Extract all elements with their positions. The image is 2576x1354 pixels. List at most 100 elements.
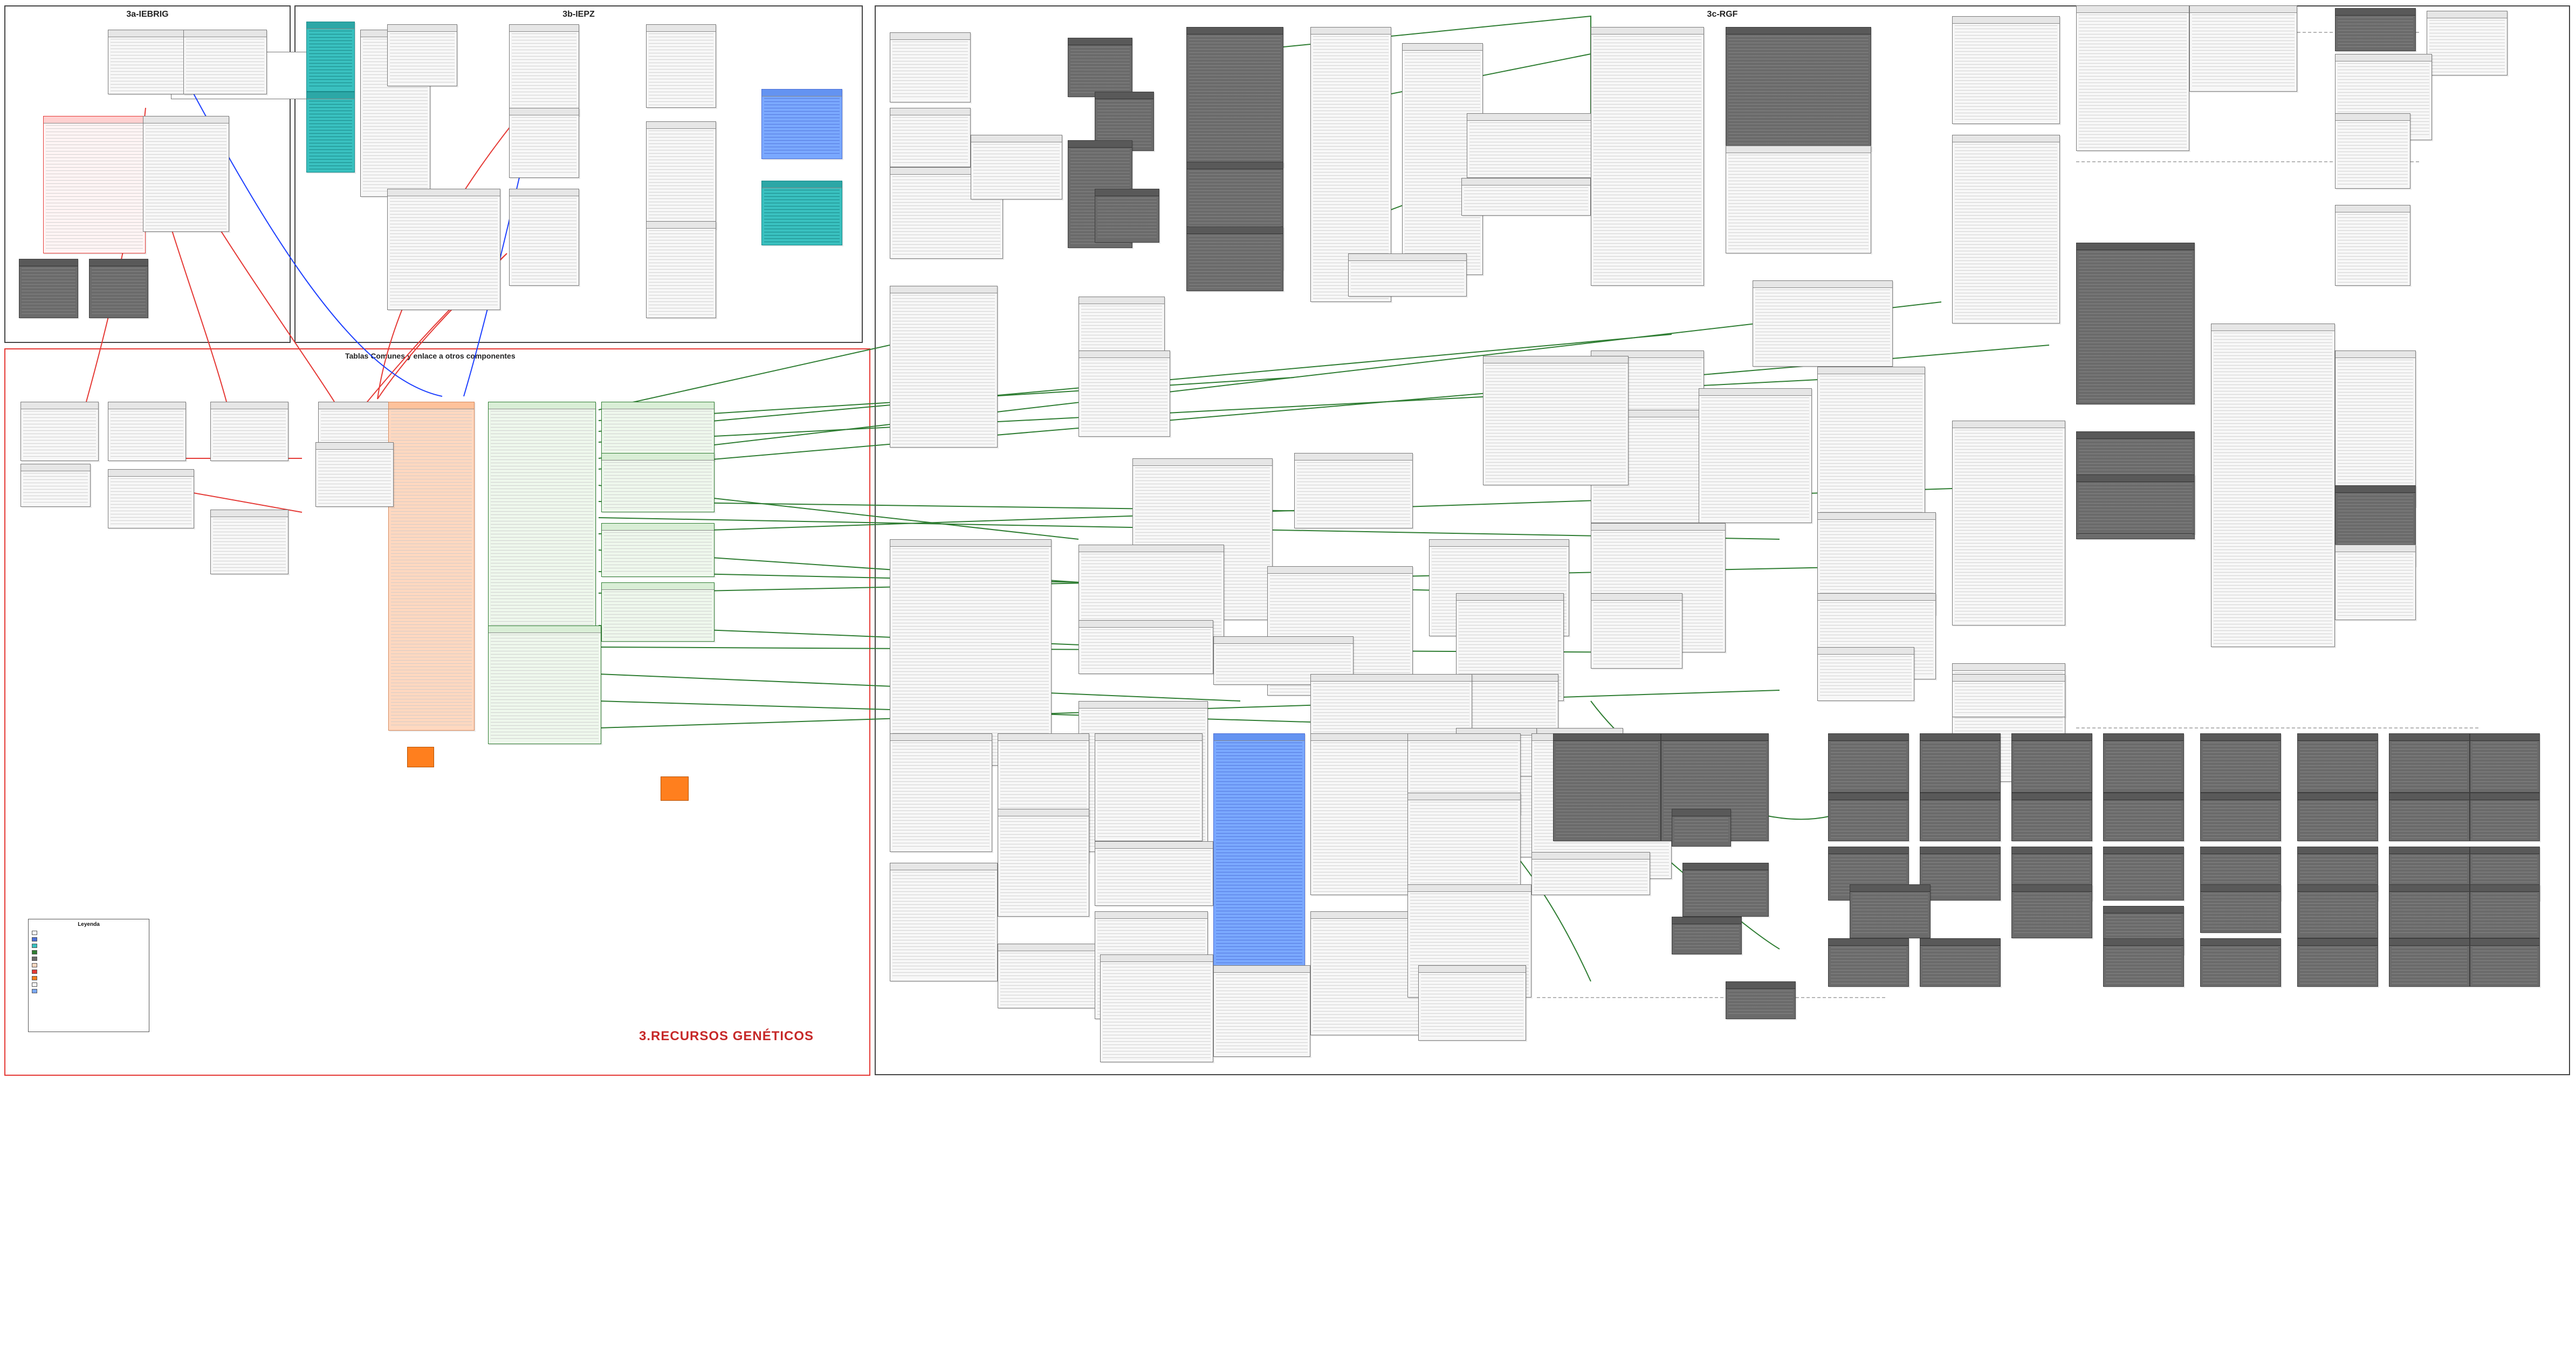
- entity-table: [1952, 16, 2060, 124]
- entity-table: [2011, 884, 2092, 938]
- entity-table-rows: [2338, 17, 2413, 49]
- entity-table: [2297, 793, 2378, 841]
- entity-table: [2103, 847, 2184, 901]
- entity-table-header: [1753, 281, 1892, 288]
- entity-table: [19, 259, 78, 318]
- entity-table-header: [1408, 793, 1520, 800]
- entity-table-rows: [491, 635, 599, 741]
- entity-table-rows: [1097, 743, 1200, 838]
- entity-table: [1920, 793, 2001, 841]
- entity-table: [2103, 938, 2184, 987]
- legend-swatch: [32, 957, 37, 961]
- entity-table-header: [1829, 734, 1908, 741]
- legend-item: [32, 956, 146, 962]
- entity-table-header: [2470, 847, 2539, 854]
- entity-table-header: [647, 222, 716, 229]
- entity-table-rows: [1469, 122, 1599, 175]
- legend-item: [32, 968, 146, 975]
- entity-table: [1850, 884, 1931, 938]
- entity-table-header: [489, 402, 595, 409]
- entity-table-rows: [1000, 953, 1097, 1006]
- entity-table-header: [1311, 734, 1412, 741]
- entity-table: [1095, 189, 1159, 243]
- entity-table-header: [2211, 324, 2334, 331]
- entity-table-rows: [512, 33, 576, 113]
- entity-table-rows: [1081, 360, 1167, 434]
- entity-table-rows: [1922, 947, 1998, 984]
- entity-table: [210, 402, 288, 461]
- entity-table-header: [1483, 356, 1628, 363]
- entity-table-header: [1068, 38, 1132, 45]
- entity-table-header: [2335, 54, 2431, 61]
- entity-table-header: [890, 540, 1051, 547]
- entity-table-header: [1726, 146, 1871, 153]
- entity-table-header: [2298, 847, 2378, 854]
- legend-title: Leyenda: [78, 922, 100, 927]
- entity-table-rows: [186, 39, 264, 92]
- entity-table-rows: [649, 230, 713, 315]
- entity-table-rows: [1593, 602, 1680, 666]
- entity-table-header: [1672, 809, 1730, 816]
- entity-table-header: [108, 402, 186, 409]
- entity-table-rows: [1922, 743, 1998, 790]
- entity-table: [646, 24, 716, 108]
- entity-table: [2200, 733, 2281, 793]
- entity-table: [761, 89, 842, 159]
- entity-table-rows: [1955, 144, 2057, 321]
- panel-3b-title: 3b-IEPZ: [562, 10, 595, 19]
- entity-table: [143, 116, 229, 232]
- entity-table-header: [2335, 205, 2410, 212]
- entity-table: [890, 733, 992, 852]
- legend-swatch: [32, 944, 37, 948]
- entity-table-header: [2104, 906, 2183, 913]
- entity-table: [601, 453, 715, 512]
- entity-table: [2335, 113, 2410, 189]
- entity-table-rows: [2392, 893, 2467, 936]
- legend-swatch: [32, 937, 37, 941]
- entity-table-header: [1079, 545, 1224, 552]
- entity-table-header: [890, 33, 970, 40]
- entity-table-header: [2201, 885, 2280, 892]
- entity-table: [1828, 938, 1909, 987]
- entity-table: [1418, 965, 1526, 1041]
- entity-table: [1817, 367, 1925, 523]
- entity-table: [2297, 938, 2378, 987]
- entity-table-rows: [309, 31, 352, 89]
- entity-table: [1726, 146, 1871, 253]
- entity-table-header: [1953, 421, 2065, 428]
- entity-table-header: [1462, 178, 1590, 185]
- entity-table-rows: [23, 411, 96, 458]
- entity-table-header: [1079, 297, 1164, 304]
- entity-table: [509, 24, 579, 116]
- entity-table-header: [2201, 847, 2280, 854]
- legend-swatch: [32, 931, 37, 935]
- entity-table-rows: [2338, 122, 2408, 186]
- entity-table-header: [2427, 11, 2507, 18]
- entity-table: [2200, 938, 2281, 987]
- entity-table-rows: [111, 411, 183, 458]
- entity-table: [1068, 38, 1132, 97]
- entity-table-header: [108, 30, 191, 37]
- entity-table: [601, 402, 715, 461]
- entity-table: [890, 539, 1052, 766]
- entity-table: [2427, 11, 2508, 75]
- entity-table-rows: [1103, 964, 1211, 1060]
- entity-table-rows: [649, 33, 713, 105]
- entity-table-rows: [1755, 290, 1890, 364]
- entity-table-header: [307, 92, 354, 99]
- entity-table-header: [1068, 141, 1132, 148]
- entity-table-header: [2298, 734, 2378, 741]
- entity-table-rows: [2014, 743, 2090, 790]
- legend-item: [32, 962, 146, 968]
- entity-table: [306, 92, 355, 173]
- entity-table: [1100, 954, 1213, 1062]
- entity-table: [1553, 733, 1661, 841]
- entity-table: [1672, 917, 1742, 954]
- legend-swatch: [32, 976, 37, 980]
- entity-table-header: [1214, 966, 1310, 973]
- entity-table: [2335, 205, 2410, 286]
- entity-table-header: [1133, 459, 1272, 466]
- entity-table-header: [184, 30, 266, 37]
- entity-table: [2103, 793, 2184, 841]
- entity-table: [2389, 793, 2470, 841]
